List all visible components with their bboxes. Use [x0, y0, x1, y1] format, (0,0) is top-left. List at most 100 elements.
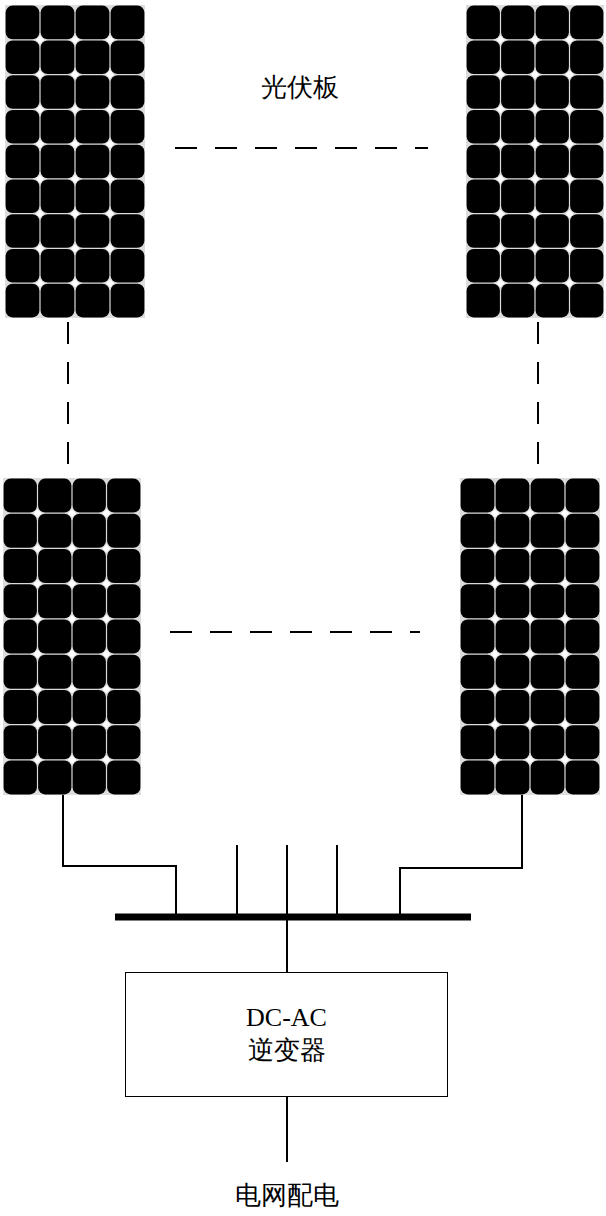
solar-cell	[4, 549, 37, 583]
pv-panel	[5, 5, 145, 318]
panel-frame	[5, 5, 145, 318]
cell-gap-dot	[526, 580, 534, 588]
cell-gap-dot	[497, 244, 505, 252]
solar-cell	[496, 725, 530, 759]
cell-gap-dot	[36, 244, 44, 252]
cell-gap-dot	[561, 509, 569, 517]
solar-cell	[41, 284, 75, 318]
solar-cell	[501, 40, 534, 74]
dc-bus-bar	[115, 914, 471, 921]
cell-gap-dot	[71, 36, 79, 44]
cell-gap-dot	[103, 544, 111, 552]
solar-cell	[570, 214, 603, 248]
solar-cell	[461, 725, 495, 759]
solar-cell	[536, 249, 569, 283]
solar-cell	[111, 145, 145, 179]
solar-cell	[41, 40, 75, 74]
cell-gap-dot	[491, 685, 499, 693]
cell-gap-dot	[106, 71, 114, 79]
cell-gap-dot	[497, 210, 505, 218]
wire	[63, 795, 176, 917]
cell-gap-dot	[497, 279, 505, 287]
solar-cell	[566, 584, 600, 618]
panel-frame	[466, 5, 604, 318]
cell-gap-dot	[106, 105, 114, 113]
solar-cell	[6, 110, 40, 144]
cell-gap-dot	[68, 756, 76, 764]
solar-cell	[73, 479, 106, 513]
dashed-line	[175, 147, 428, 149]
cell-gap-dot	[566, 71, 574, 79]
cell-gap-dot	[106, 175, 114, 183]
cell-gap-dot	[68, 650, 76, 658]
cell-gap-dot	[71, 175, 79, 183]
cell-gap-dot	[561, 580, 569, 588]
cell-gap-dot	[491, 650, 499, 658]
solar-cell	[496, 655, 530, 689]
solar-cell	[73, 725, 106, 759]
pv-panel	[3, 478, 141, 795]
cell-gap-dot	[526, 509, 534, 517]
solar-cell	[111, 75, 145, 109]
cell-gap-dot	[34, 544, 42, 552]
solar-cell	[570, 179, 603, 213]
cell-gap-dot	[497, 36, 505, 44]
solar-cell	[107, 760, 140, 794]
solar-cell	[41, 249, 75, 283]
solar-cell	[4, 479, 37, 513]
cell-gap-dot	[531, 36, 539, 44]
solar-cell	[41, 214, 75, 248]
solar-cell	[76, 284, 110, 318]
cell-gap-dot	[34, 650, 42, 658]
solar-cell	[566, 725, 600, 759]
cell-gap-dot	[106, 140, 114, 148]
solar-cell	[111, 40, 145, 74]
solar-cell	[467, 110, 500, 144]
solar-cell	[38, 514, 71, 548]
cell-gap-dot	[526, 756, 534, 764]
grid-label: 电网配电	[233, 1180, 341, 1211]
cell-gap-dot	[103, 756, 111, 764]
cell-gap-dot	[526, 685, 534, 693]
dashed-line	[67, 322, 69, 475]
solar-cell	[461, 760, 495, 794]
wires	[63, 795, 522, 1162]
solar-cell	[4, 584, 37, 618]
pv-panel	[466, 5, 604, 318]
cell-gap-dot	[34, 756, 42, 764]
cell-gap-dot	[36, 210, 44, 218]
cell-gap-dot	[561, 615, 569, 623]
solar-cell	[531, 655, 565, 689]
dashed-continuation	[68, 148, 538, 632]
solar-cell	[4, 655, 37, 689]
solar-cell	[467, 75, 500, 109]
cell-gap-dot	[531, 105, 539, 113]
cell-gap-dot	[566, 140, 574, 148]
solar-cell	[496, 619, 530, 653]
cell-gap-dot	[36, 140, 44, 148]
solar-cell	[41, 145, 75, 179]
wire	[286, 917, 288, 972]
solar-cell	[73, 549, 106, 583]
cell-gap-dot	[491, 509, 499, 517]
solar-cell	[467, 284, 500, 318]
solar-cell	[531, 690, 565, 724]
solar-cell	[38, 690, 71, 724]
solar-cell	[570, 75, 603, 109]
cell-gap-dot	[526, 650, 534, 658]
cell-gap-dot	[103, 650, 111, 658]
solar-cell	[4, 760, 37, 794]
solar-cell	[73, 655, 106, 689]
cell-gap-dot	[526, 615, 534, 623]
wire	[400, 795, 522, 917]
solar-cell	[73, 690, 106, 724]
wire	[336, 845, 338, 917]
solar-cell	[496, 760, 530, 794]
solar-cell	[4, 690, 37, 724]
solar-cell	[73, 514, 106, 548]
cell-gap-dot	[566, 175, 574, 183]
solar-cell	[107, 725, 140, 759]
solar-cell	[501, 214, 534, 248]
solar-cell	[76, 145, 110, 179]
solar-cell	[536, 110, 569, 144]
